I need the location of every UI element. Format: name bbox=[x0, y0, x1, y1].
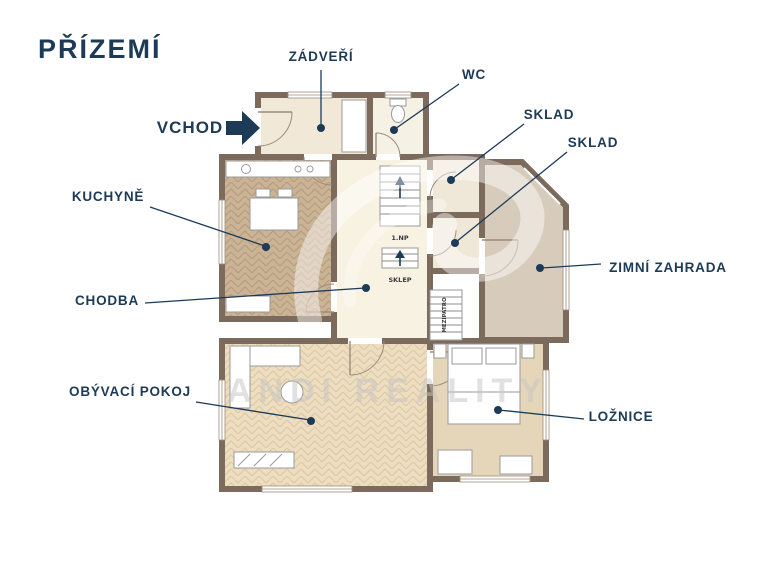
stairs: 1.NP SKLEP MEZIPATRO bbox=[379, 165, 463, 341]
pillow bbox=[451, 347, 483, 365]
sofa-side bbox=[229, 345, 251, 409]
storage2-door-gap bbox=[427, 228, 433, 254]
kitchen-counter bbox=[225, 160, 331, 178]
kitchen-door-swing bbox=[305, 283, 335, 313]
stairs-up-arrow-head bbox=[395, 176, 405, 185]
mezzanine-label: MEZIPATRO bbox=[442, 297, 448, 333]
dot-kuchyne bbox=[262, 243, 270, 251]
wc-door-swing bbox=[375, 132, 401, 158]
main-entrance-swing bbox=[257, 111, 293, 147]
winter-garden-glazing bbox=[523, 167, 561, 205]
leader-obyvaci-pokoj bbox=[195, 401, 311, 421]
label-chodba: CHODBA bbox=[75, 293, 139, 308]
dot-loznice bbox=[494, 406, 502, 414]
leader-dots bbox=[262, 124, 544, 425]
watermark-swirl-inner bbox=[343, 198, 447, 307]
dot-sklad-lower bbox=[451, 239, 459, 247]
label-obyvaci-pokoj: OBÝVACÍ POKOJ bbox=[69, 384, 191, 399]
label-zimni-zahrada: ZIMNÍ ZAHRADA bbox=[609, 260, 727, 275]
sideboard bbox=[233, 451, 295, 469]
furniture bbox=[225, 98, 535, 475]
stove-burner bbox=[294, 165, 302, 173]
kitchen-door-gap bbox=[331, 282, 337, 312]
stairs-down-arrow-head bbox=[395, 250, 405, 258]
leader-kuchyne bbox=[149, 206, 266, 247]
wardrobe bbox=[437, 449, 473, 475]
watermark-text: ANDI REALITY bbox=[227, 372, 549, 410]
annotations: PŘÍZEMÍ VCHOD bbox=[38, 33, 727, 425]
leader-loznice bbox=[498, 409, 585, 420]
wc-door-gap bbox=[376, 154, 400, 160]
dot-obyvaci-pokoj bbox=[307, 417, 315, 425]
garden-door-swing bbox=[481, 239, 519, 277]
leader-chodba bbox=[144, 287, 366, 304]
hall-door-gap bbox=[304, 154, 332, 160]
bedroom-door-gap bbox=[427, 350, 433, 384]
garden-door-gap bbox=[479, 238, 485, 274]
dot-wc bbox=[390, 126, 398, 134]
kitchen-chair bbox=[277, 188, 293, 198]
nightstand bbox=[433, 343, 447, 359]
label-loznice: LOŽNICE bbox=[589, 409, 654, 424]
kitchen-cabinet bbox=[225, 295, 271, 313]
coffee-table bbox=[280, 380, 304, 404]
stove-burner bbox=[306, 165, 314, 173]
sideboard-hatch bbox=[253, 453, 267, 467]
room-labels: ZÁDVEŘÍ WC SKLAD SKLAD KUCHYNĚ CHODBA ZI… bbox=[69, 49, 727, 424]
storage1-door-gap bbox=[427, 170, 433, 196]
living-door-gap bbox=[348, 338, 382, 344]
entrance-arrow-icon bbox=[226, 111, 260, 145]
dot-zadveri bbox=[317, 124, 325, 132]
leader-lines bbox=[144, 70, 602, 421]
storage1-door-swing bbox=[429, 171, 457, 199]
sideboard-hatch bbox=[237, 453, 251, 467]
label-kuchyne: KUCHYNĚ bbox=[72, 189, 144, 204]
entry-closet bbox=[341, 99, 367, 153]
toilet-bowl bbox=[391, 105, 405, 123]
storage2-door-swing bbox=[429, 229, 457, 257]
leader-wc bbox=[394, 83, 460, 130]
floor-plan: 1.NP SKLEP MEZIPATRO bbox=[218, 91, 570, 493]
watermark-swirl bbox=[294, 155, 545, 332]
label-wc: WC bbox=[462, 67, 486, 82]
toilet-tank bbox=[389, 98, 407, 107]
label-zadveri: ZÁDVEŘÍ bbox=[289, 49, 354, 64]
pillow bbox=[485, 347, 517, 365]
bedroom-desk bbox=[499, 455, 533, 475]
nightstand bbox=[521, 343, 535, 359]
label-sklad-upper: SKLAD bbox=[524, 107, 575, 122]
kitchen-sink bbox=[241, 164, 251, 174]
kitchen-chair bbox=[255, 188, 271, 198]
label-sklad-lower: SKLAD bbox=[568, 135, 619, 150]
leader-sklad-upper bbox=[451, 123, 525, 180]
label-vchod: VCHOD bbox=[157, 118, 223, 137]
dot-chodba bbox=[362, 284, 370, 292]
page-title: PŘÍZEMÍ bbox=[38, 33, 162, 64]
leader-zimni-zahrada bbox=[541, 263, 602, 269]
living-door-swing bbox=[349, 340, 385, 376]
stairs-down-label: SKLEP bbox=[388, 276, 411, 284]
dot-zimni-zahrada bbox=[536, 264, 544, 272]
watermark: ANDI REALITY bbox=[227, 155, 549, 410]
dot-sklad-upper bbox=[447, 176, 455, 184]
leader-sklad-lower bbox=[455, 151, 568, 243]
sideboard-hatch bbox=[269, 453, 283, 467]
stairs-up-label: 1.NP bbox=[391, 234, 408, 242]
kitchen-table bbox=[249, 197, 299, 231]
